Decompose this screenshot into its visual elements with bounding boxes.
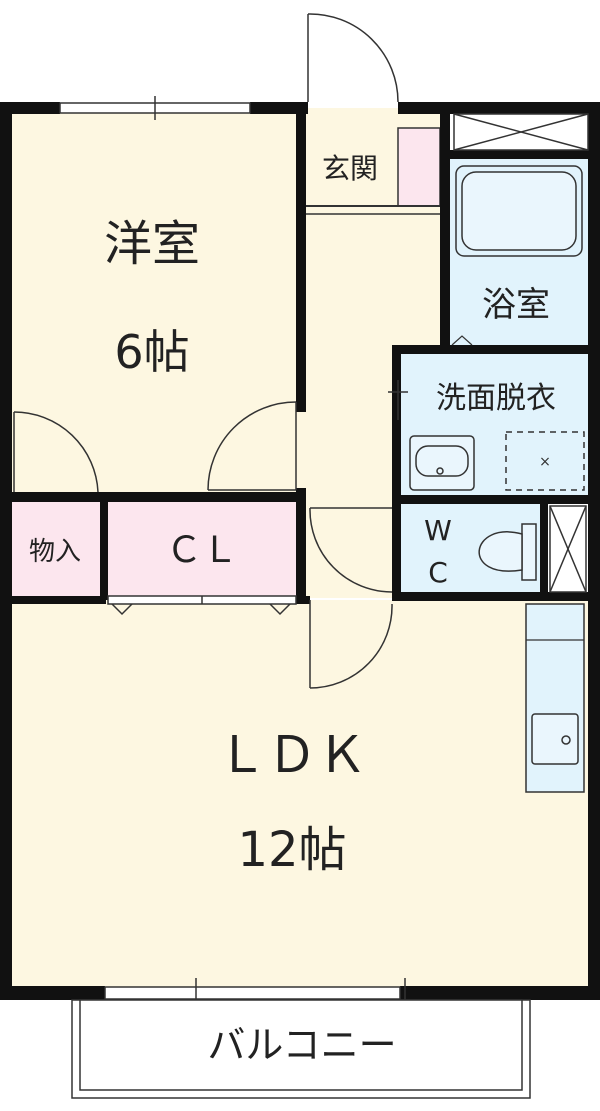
washroom-door [388,380,408,420]
shaft-right [549,505,587,593]
entrance-label: 玄関 [322,152,378,185]
washbasin [409,435,475,491]
window-western [59,96,251,120]
western-room-size: 6帖 [114,325,189,379]
hall-door-upper [309,507,393,593]
wc-label-c: C [428,556,448,589]
ldk-floor [10,600,590,990]
ldk-room-size: 12帖 [237,822,346,878]
closet-floor [106,502,298,598]
window-ldk [104,978,406,1006]
shaft-top-right [453,113,589,151]
closet-sliding-doors [107,595,297,616]
washroom-label: 洗面脱衣 [436,381,556,416]
front-door [307,13,399,103]
western-room-floor [10,108,300,498]
ldk-room-name: ＬＤＫ [217,726,367,784]
wc-label-w: W [424,514,452,547]
bath-door-mark [451,335,473,346]
western-room-name: 洋室 [104,216,200,272]
storage-label: 物入 [29,537,81,567]
kitchen-sink [531,713,579,765]
balcony-label: バルコニー [207,1023,396,1067]
western-room-door [207,401,297,491]
ldk-door [309,600,393,689]
storage-door [13,411,99,493]
entrance-mat [397,127,441,207]
bath-label: 浴室 [482,285,550,325]
storage-floor [10,502,100,598]
washing-machine-mark: × [539,454,551,470]
balcony [71,999,531,1099]
walls [0,102,600,1000]
bathtub [455,165,583,257]
washing-machine-space [505,431,585,491]
toilet [478,523,537,581]
closet-label: ＣＬ [166,530,238,571]
